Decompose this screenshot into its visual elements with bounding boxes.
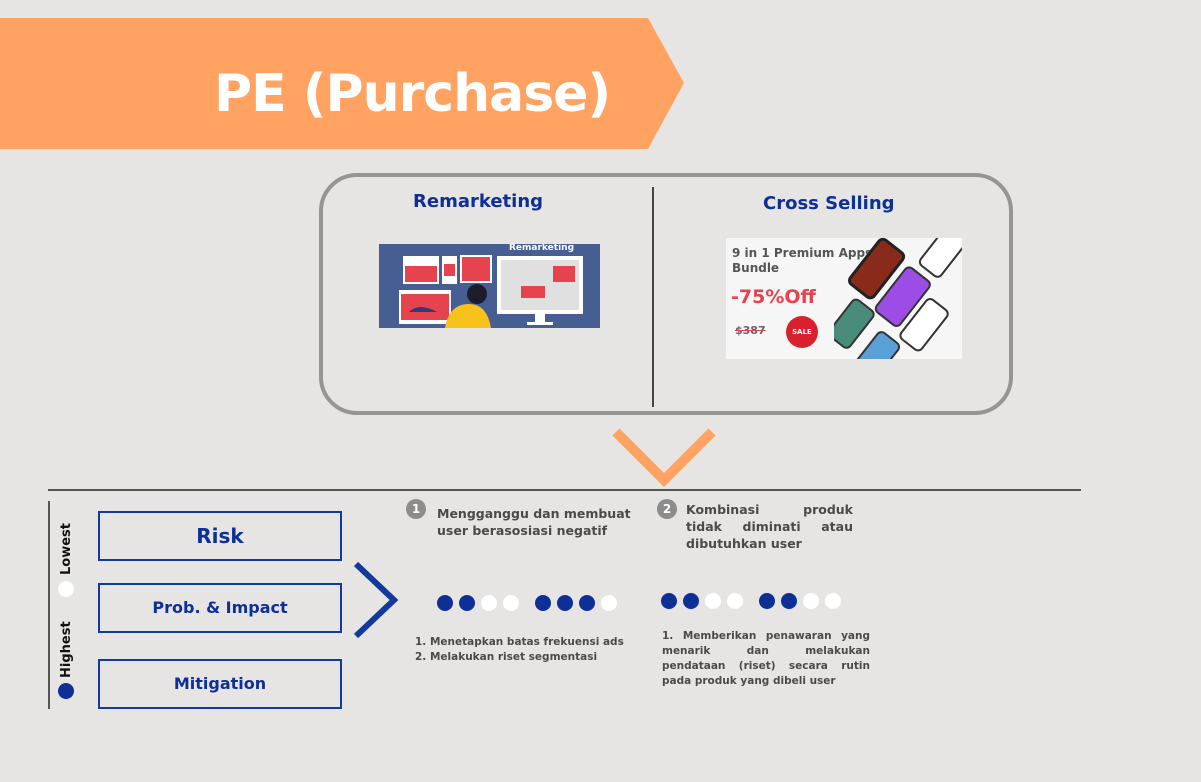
page-title: PE (Purchase) <box>214 64 611 124</box>
row-label-prob-impact: Prob. & Impact <box>98 583 342 633</box>
rating-dot-empty <box>481 595 497 611</box>
mitigation-item: 1. Memberikan penawaran yang menarik dan… <box>662 630 870 687</box>
rating-dot-empty <box>727 593 743 609</box>
bundle-title-line1: 9 in 1 Premium Apps <box>732 246 873 260</box>
old-price: $387 <box>735 324 766 337</box>
legend-axis-line <box>48 501 50 709</box>
mitigation-item: 2. Melakukan riset segmentasi <box>415 651 598 663</box>
rating-dot-filled <box>557 595 573 611</box>
cross-selling-heading: Cross Selling <box>763 193 895 214</box>
risk-1-impact-dots <box>535 595 617 611</box>
risk-number-badge: 2 <box>657 499 677 519</box>
discount-label: -75%Off <box>731 286 816 308</box>
rating-dot-empty <box>503 595 519 611</box>
legend-highest-label: Highest <box>59 621 74 678</box>
remarketing-heading: Remarketing <box>413 191 544 212</box>
orange-chevron-down-icon <box>612 428 716 488</box>
risk-2-probability-dots <box>661 593 743 609</box>
rating-dot-empty <box>601 595 617 611</box>
remarketing-illustration <box>379 244 600 328</box>
sale-badge: SALE <box>786 316 818 348</box>
rating-dot-filled <box>781 593 797 609</box>
risk-1-text: Mengganggu dan membuat user berasosiasi … <box>437 506 631 538</box>
rating-dot-filled <box>459 595 475 611</box>
remarketing-image: Remarketing <box>379 244 600 328</box>
risk-1-probability-dots <box>437 595 519 611</box>
title-banner: PE (Purchase) <box>0 18 684 149</box>
rating-dot-filled <box>759 593 775 609</box>
legend-lowest-label: Lowest <box>59 523 74 575</box>
row-label-risk: Risk <box>98 511 342 561</box>
bundle-title: 9 in 1 Premium Apps Bundle <box>732 246 872 276</box>
rating-dot-empty <box>825 593 841 609</box>
remarketing-image-label: Remarketing <box>509 244 575 253</box>
rating-dot-filled <box>683 593 699 609</box>
risk-2-impact-dots <box>759 593 841 609</box>
section-divider <box>48 489 1081 491</box>
legend-highest-dot <box>58 683 74 699</box>
risk-2-mitigation: 1. Memberikan penawaran yang menarik dan… <box>662 629 870 689</box>
row-label-mitigation: Mitigation <box>98 659 342 709</box>
rating-dot-filled <box>535 595 551 611</box>
card-divider <box>652 187 654 407</box>
phone-mockups <box>834 238 962 359</box>
mitigation-item: 1. Menetapkan batas frekuensi ads <box>415 636 624 648</box>
banner-arrow-shape <box>0 18 684 149</box>
risk-2-text: Kombinasi produk tidak diminati atau dib… <box>686 502 853 551</box>
bundle-title-line2: Bundle <box>732 261 780 275</box>
blue-chevron-right-icon <box>353 561 399 639</box>
risk-1-mitigation: 1. Menetapkan batas frekuensi ads 2. Mel… <box>415 635 635 665</box>
rating-dot-filled <box>579 595 595 611</box>
cross-selling-image: 9 in 1 Premium Apps Bundle -75%Off $387 … <box>726 238 962 359</box>
strategy-card <box>319 173 1013 415</box>
rating-dot-empty <box>705 593 721 609</box>
rating-dot-empty <box>803 593 819 609</box>
rating-dot-filled <box>661 593 677 609</box>
rating-dot-filled <box>437 595 453 611</box>
risk-number-badge: 1 <box>406 499 426 519</box>
legend-lowest-dot <box>58 581 74 597</box>
